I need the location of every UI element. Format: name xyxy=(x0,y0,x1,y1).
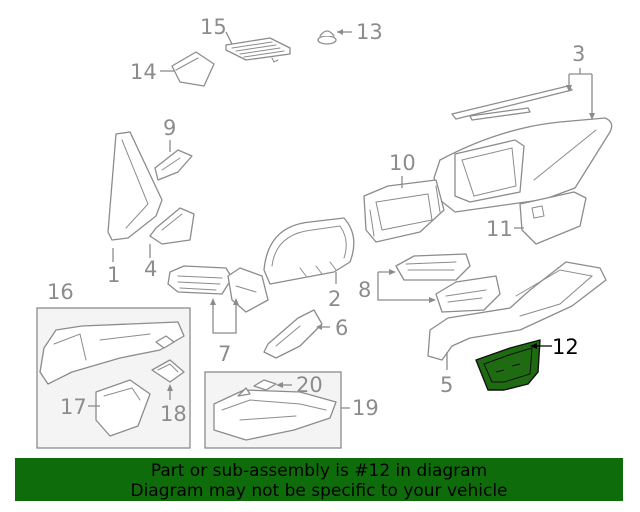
part-1-pillar-trim[interactable] xyxy=(107,131,163,241)
callout-2: 2 xyxy=(328,287,341,311)
part-12-trim-panel-highlighted[interactable] xyxy=(475,339,541,391)
part-3-instrument-panel[interactable] xyxy=(433,85,613,213)
part-18-small-insert[interactable] xyxy=(151,359,185,383)
callout-9: 9 xyxy=(163,116,176,140)
callout-13: 13 xyxy=(356,20,383,44)
banner-line-2: Diagram may not be specific to your vehi… xyxy=(130,481,508,501)
exploded-parts-diagram: 15 13 14 3 10 9 xyxy=(36,15,613,449)
part-7-vent-left[interactable] xyxy=(167,265,269,313)
callout-19: 19 xyxy=(352,396,379,420)
part-11-glove-box-door[interactable] xyxy=(519,191,587,245)
part-19-bracket-assembly[interactable] xyxy=(213,387,337,441)
callout-10: 10 xyxy=(389,151,416,175)
part-9-trim-piece[interactable] xyxy=(154,149,193,181)
banner-line-1: Part or sub-assembly is #12 in diagram xyxy=(150,461,488,481)
part-13-clip[interactable] xyxy=(317,30,337,45)
part-15-speaker-grille[interactable] xyxy=(225,37,291,63)
callout-4: 4 xyxy=(144,257,157,281)
callout-1: 1 xyxy=(107,263,120,287)
part-17-glove-box-bin[interactable] xyxy=(95,379,151,437)
info-banner: Part or sub-assembly is #12 in diagram D… xyxy=(15,458,623,501)
callout-5: 5 xyxy=(440,373,453,397)
callout-15: 15 xyxy=(200,15,227,39)
callout-20: 20 xyxy=(296,373,323,397)
callout-7: 7 xyxy=(218,342,231,366)
callout-8: 8 xyxy=(358,278,371,302)
callout-16: 16 xyxy=(47,280,74,304)
part-4-bracket[interactable] xyxy=(149,207,195,245)
part-6-bracket[interactable] xyxy=(263,309,323,359)
callout-18: 18 xyxy=(160,402,187,426)
callout-14: 14 xyxy=(130,60,157,84)
part-10-display-unit[interactable] xyxy=(363,179,445,243)
callout-11: 11 xyxy=(486,217,513,241)
part-5-lower-panel[interactable] xyxy=(427,261,607,361)
callout-6: 6 xyxy=(335,316,348,340)
callout-17: 17 xyxy=(60,395,87,419)
part-20-clip-plate[interactable] xyxy=(253,379,277,391)
callout-12: 12 xyxy=(552,335,579,359)
part-8-center-vents[interactable] xyxy=(395,253,501,313)
part-16-glove-box-assembly[interactable] xyxy=(39,321,185,385)
part-14-small-cover[interactable] xyxy=(171,51,215,87)
part-2-instrument-cluster[interactable] xyxy=(263,217,355,285)
callout-3: 3 xyxy=(572,42,585,66)
